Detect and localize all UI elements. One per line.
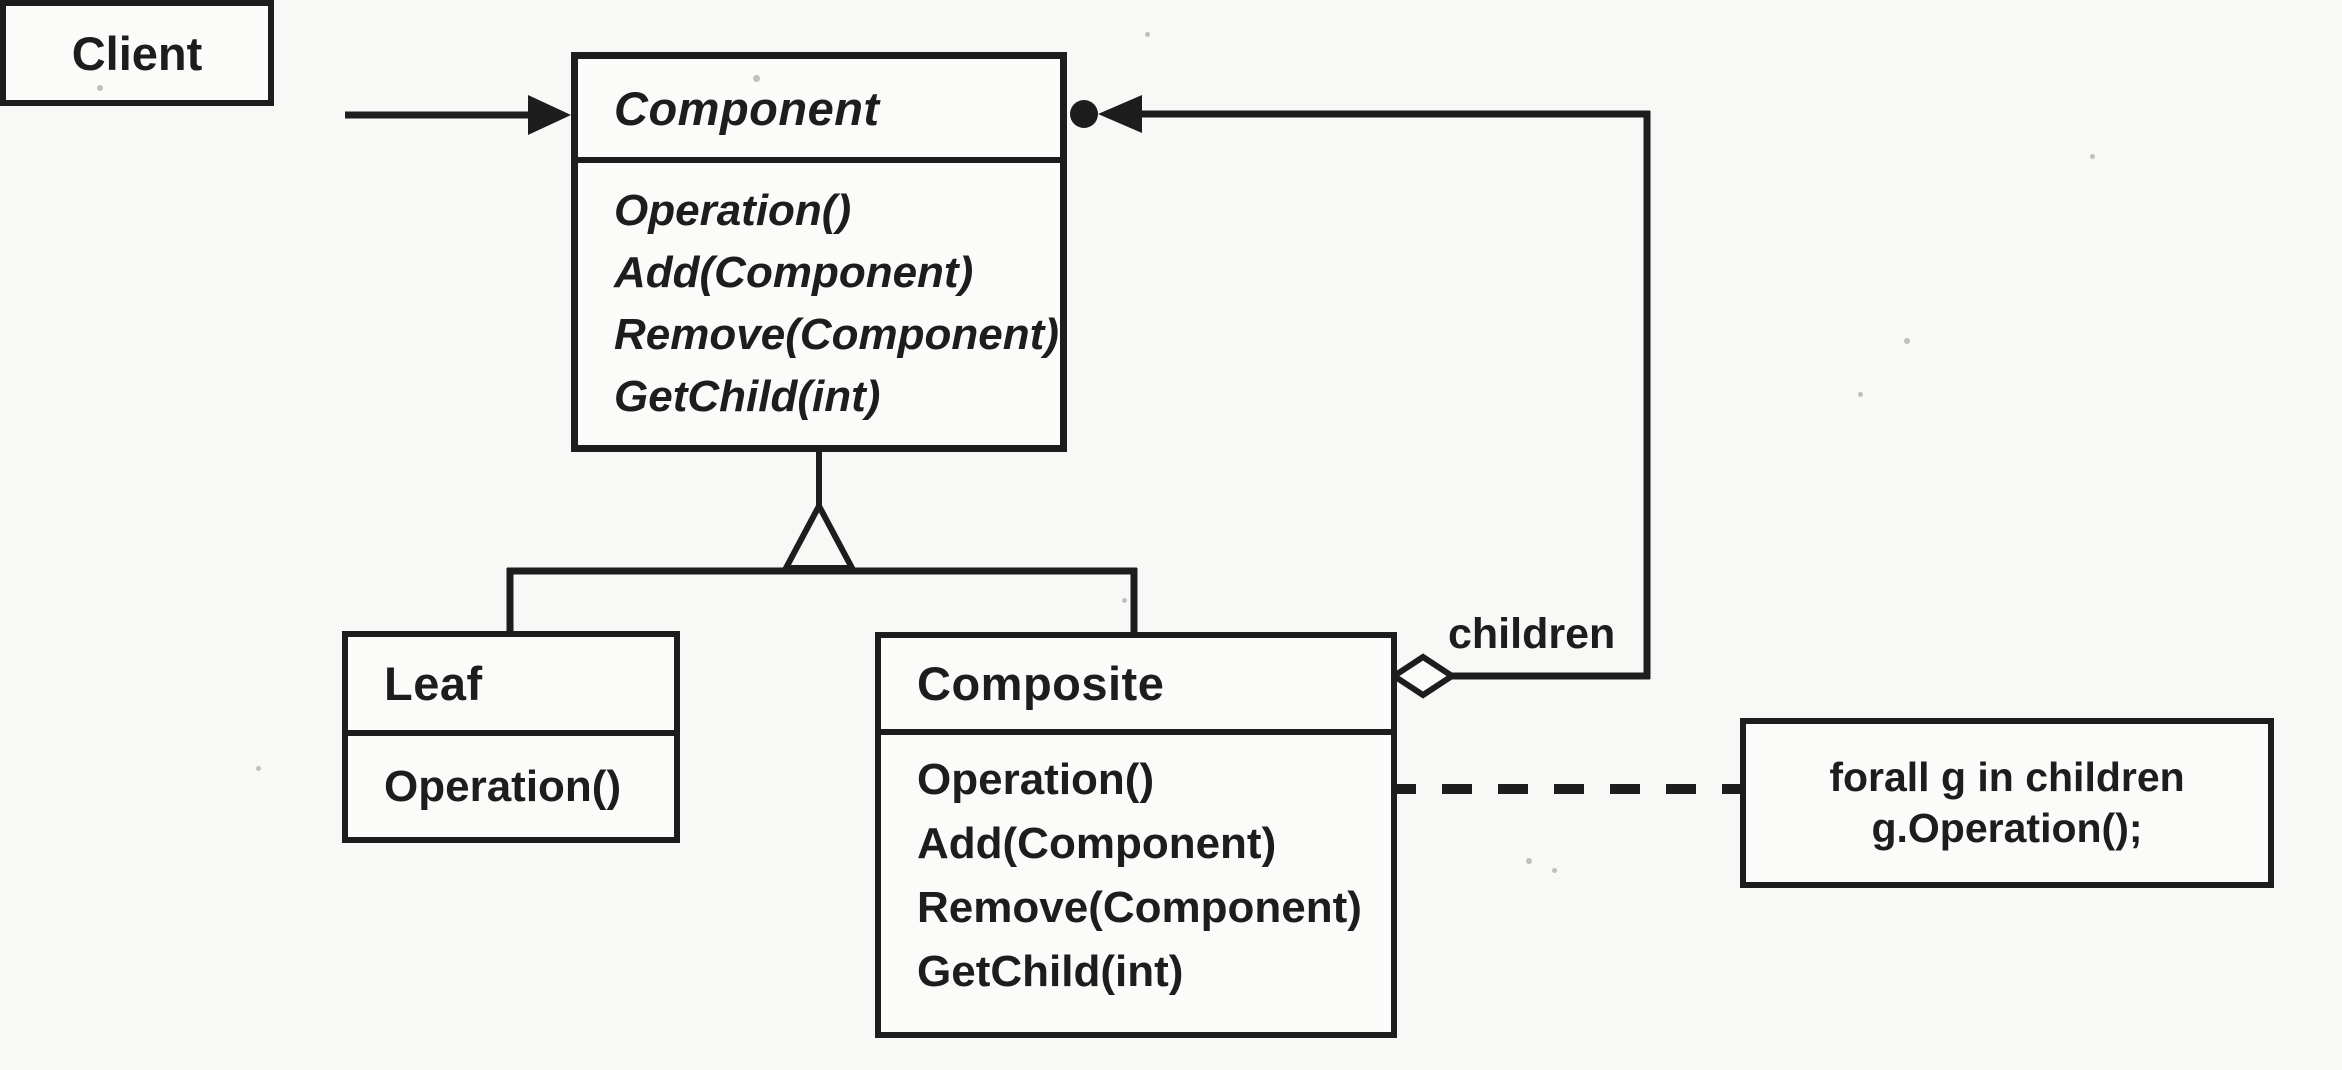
method-item: Operation() bbox=[614, 186, 852, 235]
method-item: Add(Component) bbox=[917, 819, 1277, 868]
class-box-composite: Composite Operation() Add(Component) Rem… bbox=[875, 632, 1397, 1038]
composite-to-component-wire bbox=[1070, 95, 1651, 699]
scan-speck bbox=[97, 85, 103, 91]
inheritance-wires bbox=[506, 450, 1138, 634]
scan-speck bbox=[1552, 868, 1557, 873]
class-box-component: Component Operation() Add(Component) Rem… bbox=[571, 52, 1067, 452]
method-item: Add(Component) bbox=[614, 248, 974, 297]
class-methods: Operation() bbox=[348, 736, 674, 837]
class-box-client: Client bbox=[0, 0, 274, 106]
association-dot bbox=[1070, 100, 1098, 128]
client-to-component-arrow bbox=[345, 95, 571, 135]
class-header: Composite bbox=[881, 638, 1391, 735]
class-title: Client bbox=[71, 26, 203, 80]
scan-speck bbox=[2090, 154, 2095, 159]
method-item: GetChild(int) bbox=[917, 947, 1184, 996]
method-item: GetChild(int) bbox=[614, 372, 881, 421]
scan-speck bbox=[1145, 32, 1150, 37]
class-box-leaf: Leaf Operation() bbox=[342, 631, 680, 843]
inheritance-triangle bbox=[781, 499, 857, 571]
scan-speck bbox=[1122, 598, 1127, 603]
scan-speck bbox=[753, 75, 760, 82]
method-item: Operation() bbox=[917, 755, 1155, 804]
class-methods: Operation() Add(Component) Remove(Compon… bbox=[881, 735, 1391, 1004]
association-arrowhead bbox=[1098, 95, 1142, 133]
aggregation-diamond bbox=[1388, 653, 1458, 699]
class-header: Component bbox=[578, 59, 1060, 163]
method-item: Operation() bbox=[384, 761, 622, 811]
scan-speck bbox=[1526, 858, 1532, 864]
note-box: forall g in children g.Operation(); bbox=[1740, 718, 2274, 888]
class-title: Composite bbox=[917, 657, 1165, 710]
note-line: forall g in children bbox=[1829, 754, 2185, 800]
scan-speck bbox=[1904, 338, 1910, 344]
children-role-label: children bbox=[1448, 610, 1616, 658]
method-item: Remove(Component) bbox=[917, 883, 1362, 932]
note-line: g.Operation(); bbox=[1871, 805, 2143, 851]
class-title: Leaf bbox=[384, 657, 483, 710]
class-title: Component bbox=[614, 81, 880, 135]
method-item: Remove(Component) bbox=[614, 310, 1059, 359]
scan-speck bbox=[256, 766, 261, 771]
scan-speck bbox=[1858, 392, 1863, 397]
class-header: Leaf bbox=[348, 637, 674, 736]
class-methods: Operation() Add(Component) Remove(Compon… bbox=[578, 163, 1060, 428]
